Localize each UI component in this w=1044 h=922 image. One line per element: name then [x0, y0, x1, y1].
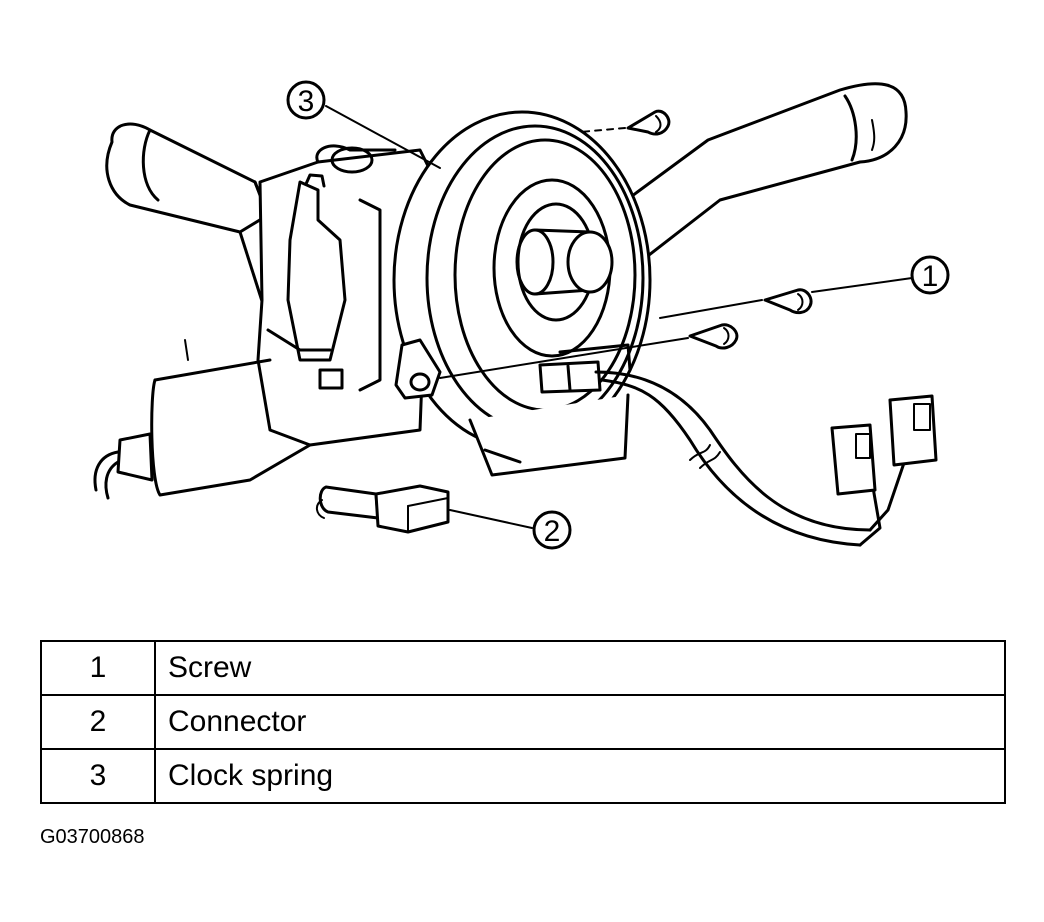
legend-label: Screw: [154, 640, 1006, 696]
screw-lower: [439, 323, 739, 379]
screw-middle: [659, 288, 813, 319]
screw-upper: [579, 109, 671, 136]
legend-number: 2: [40, 694, 156, 750]
legend-row: 3 Clock spring: [40, 748, 1006, 804]
clock-spring: [392, 110, 652, 477]
figure-code: G03700868: [40, 826, 145, 848]
callout-label-2: 2: [544, 515, 561, 548]
callout-circle-2: [532, 510, 572, 550]
parts-legend-table: 1 Screw 2 Connector 3 Clock spring: [40, 640, 1006, 804]
legend-row: 1 Screw: [40, 640, 1006, 696]
legend-label: Connector: [154, 694, 1006, 750]
right-switch-lever: [630, 82, 908, 264]
loose-connector: [316, 484, 450, 534]
leader-line-3: [325, 105, 441, 169]
legend-number: 1: [40, 640, 156, 696]
legend-label: Clock spring: [154, 748, 1006, 804]
callout-label-3: 3: [298, 85, 315, 118]
legend-number: 3: [40, 748, 156, 804]
steering-column-housing: [93, 144, 432, 500]
callout-circle-3: [286, 80, 326, 120]
callout-circle-1: [910, 255, 950, 295]
leader-line-1: [811, 277, 913, 293]
legend-row: 2 Connector: [40, 694, 1006, 750]
wire-harness: [594, 370, 938, 547]
clock-spring-illustration: 1 2 3: [93, 80, 950, 550]
leader-line-2: [449, 509, 533, 529]
callout-label-1: 1: [922, 260, 939, 293]
